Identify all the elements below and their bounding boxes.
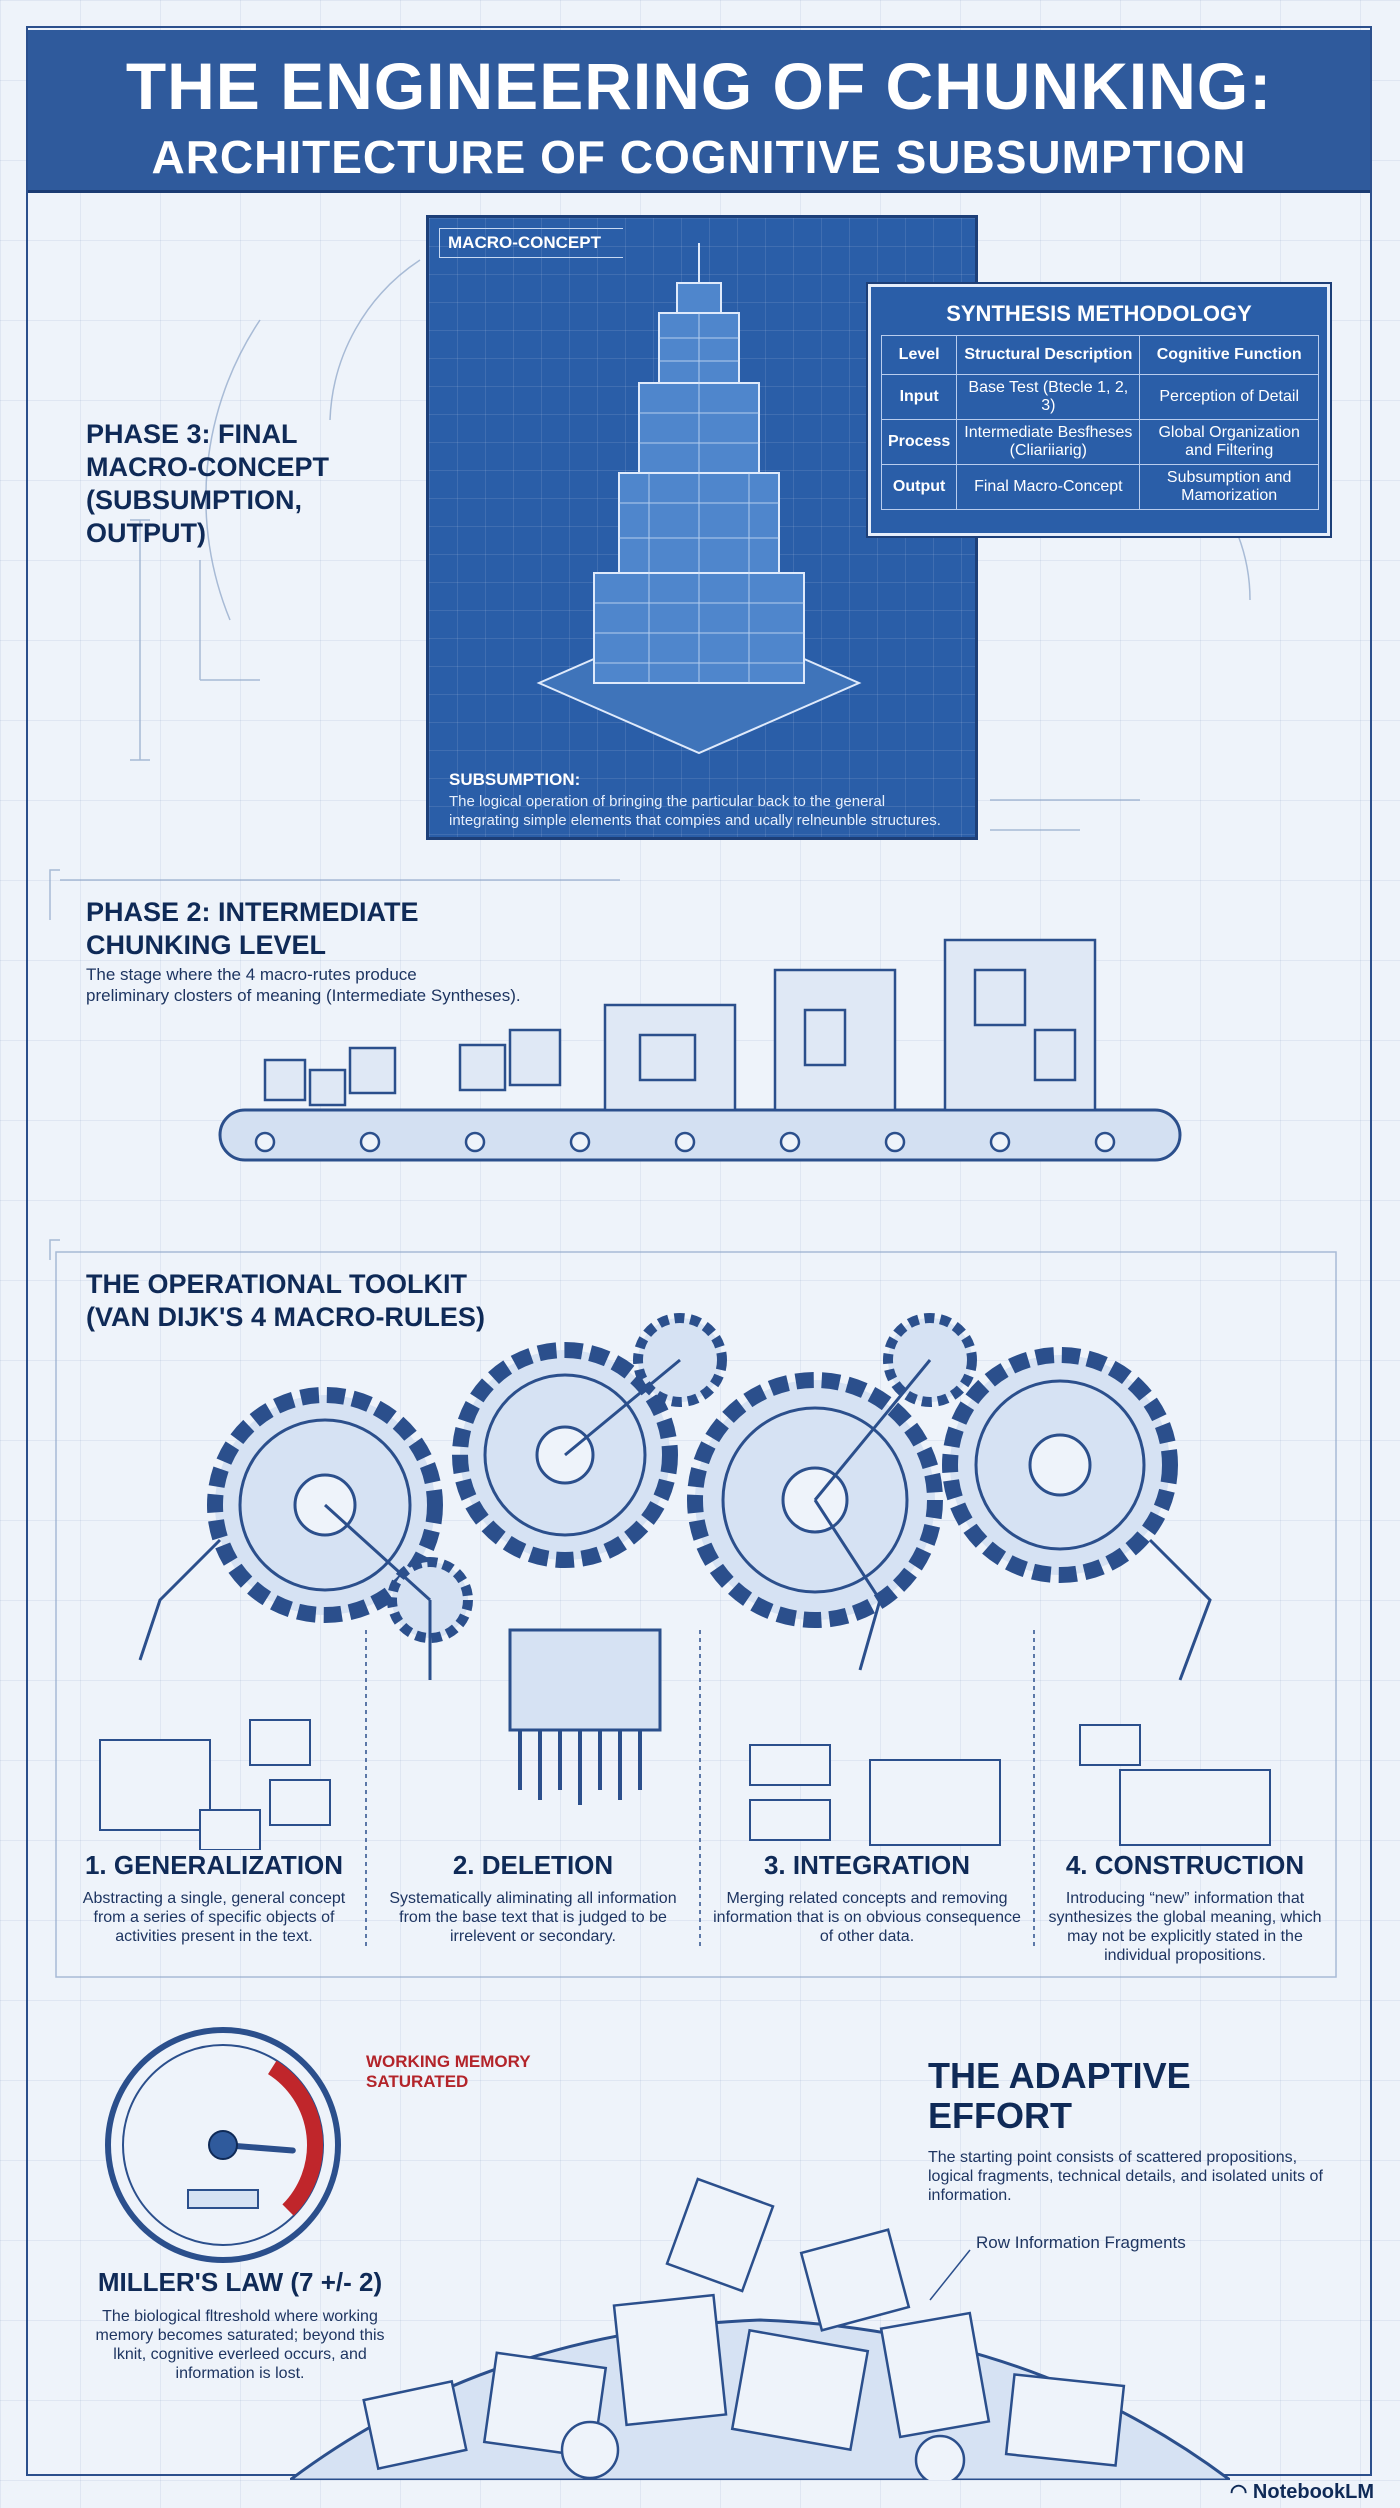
gauge-label-line2: SATURATED	[366, 2072, 469, 2091]
title-banner: THE ENGINEERING OF CHUNKING: ARCHITECTUR…	[26, 30, 1372, 193]
rule-deletion: 2. DELETION Systematically aliminating a…	[372, 1850, 694, 1946]
subsumption-text: The logical operation of bringing the pa…	[449, 793, 941, 829]
phase2-heading: PHASE 2: INTERMEDIATE CHUNKING LEVEL	[86, 896, 686, 962]
table-row: Output Final Macro-Concept Subsumption a…	[880, 464, 1319, 510]
phase3-heading-line2: MACRO-CONCEPT	[86, 452, 329, 482]
pressure-gauge-icon	[105, 2027, 341, 2263]
header-level: Level	[880, 335, 958, 375]
synthesis-title: SYNTHESIS METHODOLOGY	[946, 301, 1252, 326]
millers-law-title: MILLER'S LAW (7 +/- 2)	[97, 2267, 383, 2297]
row-level: Input	[880, 374, 958, 420]
fragments-label: Row Information Fragments	[976, 2233, 1186, 2252]
gauge-label-line1: WORKING MEMORY	[366, 2052, 531, 2071]
row-function: Global Organization and Filtering	[1139, 419, 1319, 465]
rule-text: Merging related concepts and removing in…	[713, 1890, 1021, 1945]
adaptive-effort: THE ADAPTIVE EFFORT The starting point c…	[928, 2056, 1328, 2205]
millers-law-text: The biological fltreshold where working …	[95, 2308, 385, 2382]
synthesis-table: Level Structural Description Cognitive F…	[880, 335, 1319, 510]
toolkit-heading-line2: (VAN DIJK'S 4 MACRO-RULES)	[86, 1302, 485, 1332]
rule-title: 2. DELETION	[452, 1850, 614, 1880]
row-level: Output	[880, 464, 958, 510]
rule-title: 4. CONSTRUCTION	[1065, 1850, 1305, 1880]
row-description: Base Test (Btecle 1, 2, 3)	[956, 374, 1141, 420]
information-fragments-pile-icon	[290, 2177, 1230, 2480]
main-title: THE ENGINEERING OF CHUNKING:	[125, 49, 1273, 123]
skyscraper-icon	[536, 243, 862, 755]
row-function: Subsumption and Mamorization	[1139, 464, 1319, 510]
rule-text: Abstracting a single, general concept fr…	[82, 1890, 346, 1945]
phase2-text-line2: preliminary closters of meaning (Interme…	[86, 986, 521, 1005]
adaptive-effort-text: The starting point consists of scattered…	[928, 2149, 1323, 2204]
millers-law: MILLER'S LAW (7 +/- 2) The biological fl…	[70, 2266, 410, 2383]
table-header-row: Level Structural Description Cognitive F…	[880, 335, 1319, 375]
rule-text: Systematically aliminating all informati…	[389, 1890, 677, 1945]
phase2-heading-line1: PHASE 2: INTERMEDIATE	[86, 897, 419, 927]
toolkit-heading-line1: THE OPERATIONAL TOOLKIT	[86, 1269, 468, 1299]
phase3-heading-line3: (SUBSUMPTION, OUTPUT)	[86, 485, 302, 548]
phase2-text: The stage where the 4 macro-rutes produc…	[86, 964, 726, 1006]
header-function: Cognitive Function	[1139, 335, 1319, 375]
brand-name: NotebookLM	[1252, 2481, 1374, 2503]
table-row: Process Intermediate Besfheses (Cliariia…	[880, 419, 1319, 465]
conveyor-belt-icon	[218, 938, 1182, 1162]
rule-integration: 3. INTEGRATION Merging related concepts …	[706, 1850, 1028, 1946]
row-description: Intermediate Besfheses (Cliariiarig)	[956, 419, 1141, 465]
rule-title: 3. INTEGRATION	[763, 1850, 971, 1880]
subsumption-title: SUBSUMPTION:	[449, 770, 581, 789]
row-description: Final Macro-Concept	[956, 464, 1141, 510]
row-function: Perception of Detail	[1139, 374, 1319, 420]
phase3-heading: PHASE 3: FINAL MACRO-CONCEPT (SUBSUMPTIO…	[86, 418, 426, 550]
table-row: Input Base Test (Btecle 1, 2, 3) Percept…	[880, 374, 1319, 420]
gauge-label: WORKING MEMORY SATURATED	[366, 2052, 531, 2092]
parts-sketches-icon	[99, 1719, 1271, 1850]
phase3-heading-line1: PHASE 3: FINAL	[86, 419, 298, 449]
gears-machinery-icon	[138, 1313, 1212, 1805]
phase2-heading-line2: CHUNKING LEVEL	[86, 930, 327, 960]
subtitle: ARCHITECTURE OF COGNITIVE SUBSUMPTION	[151, 131, 1247, 183]
header-description: Structural Description	[956, 335, 1141, 375]
adaptive-effort-title: THE ADAPTIVE EFFORT	[928, 2055, 1191, 2136]
brand-logo-icon: ◠	[1229, 2481, 1253, 2503]
toolkit-heading: THE OPERATIONAL TOOLKIT (VAN DIJK'S 4 MA…	[86, 1268, 686, 1334]
rule-dividers	[365, 1630, 1035, 1950]
rule-generalization: 1. GENERALIZATION Abstracting a single, …	[66, 1850, 362, 1946]
rule-title: 1. GENERALIZATION	[84, 1850, 344, 1880]
rule-text: Introducing “new” information that synth…	[1048, 1890, 1322, 1964]
synthesis-methodology-table: SYNTHESIS METHODOLOGY Level Structural D…	[868, 284, 1330, 536]
rule-construction: 4. CONSTRUCTION Introducing “new” inform…	[1040, 1850, 1330, 1965]
gauge-warning-arc	[267, 2060, 323, 2216]
macro-concept-tag: MACRO-CONCEPT	[439, 228, 623, 258]
row-level: Process	[880, 419, 958, 465]
phase2-text-line1: The stage where the 4 macro-rutes produc…	[86, 965, 417, 984]
brand-label: ◠ NotebookLM	[1230, 2479, 1374, 2504]
